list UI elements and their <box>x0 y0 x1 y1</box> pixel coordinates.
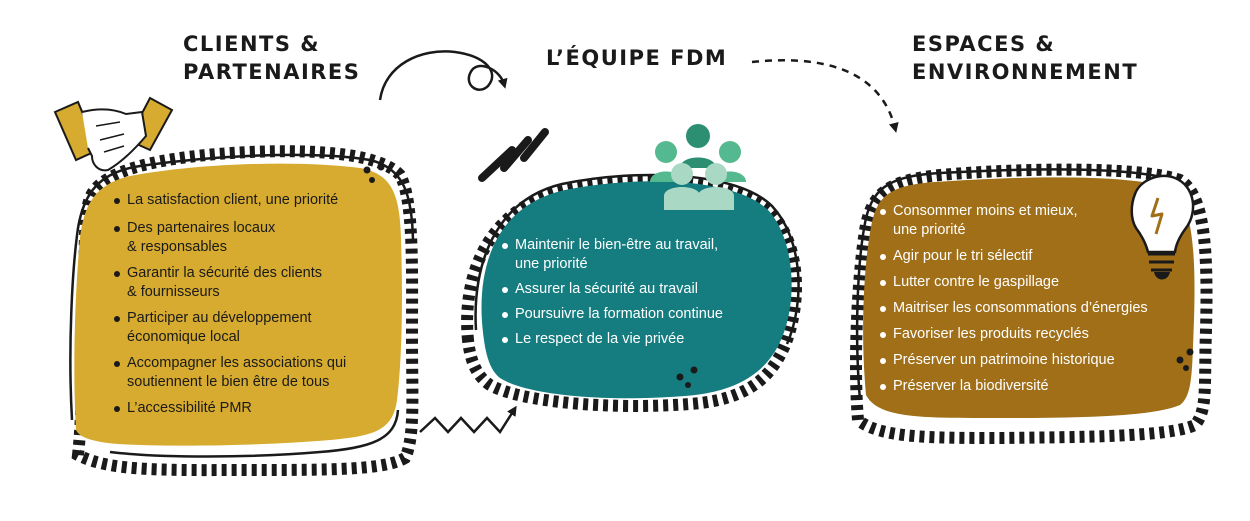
equipe-heading-text: L’ÉQUIPE FDM <box>546 46 728 70</box>
list-item: Favoriser les produits recyclés <box>880 325 1180 344</box>
list-item: Maitriser les consommations d’énergies <box>880 299 1180 318</box>
espaces-heading-line2: ENVIRONNEMENT <box>912 60 1139 84</box>
list-item: Préserver un patrimoine historique <box>880 351 1180 370</box>
equipe-heading: L’ÉQUIPE FDM <box>546 44 727 72</box>
team-people-icon <box>650 124 746 210</box>
loop-arrow <box>378 50 508 101</box>
list-item: Accompagner les associations qui soutien… <box>114 354 404 392</box>
list-item: La satisfaction client, une priorité <box>114 191 404 210</box>
clients-heading-line2: PARTENAIRES <box>183 60 361 84</box>
equipe-blob <box>461 128 802 412</box>
lightbulb-icon <box>1130 174 1195 280</box>
list-item: Lutter contre le gaspillage <box>880 273 1180 292</box>
list-item: Agir pour le tri sélectif <box>880 247 1180 266</box>
clients-list: La satisfaction client, une priorité Des… <box>114 191 404 418</box>
dashed-arrow <box>751 59 899 133</box>
list-item: Poursuivre la formation continue <box>502 305 782 324</box>
list-item: Le respect de la vie privée <box>502 330 782 349</box>
zigzag-arrow <box>419 405 517 435</box>
list-item: Consommer moins et mieux, une priorité <box>880 202 1180 240</box>
espaces-blob <box>850 163 1213 445</box>
list-item: Des partenaires locaux & responsables <box>114 219 404 257</box>
espaces-list: Consommer moins et mieux, une priorité A… <box>880 202 1180 396</box>
list-item: Maintenir le bien-être au travail, une p… <box>502 236 782 274</box>
espaces-heading-line1: ESPACES & <box>912 32 1056 56</box>
list-item: L’accessibilité PMR <box>114 399 404 418</box>
list-item: Assurer la sécurité au travail <box>502 280 782 299</box>
handshake-icon <box>53 96 174 172</box>
clients-heading: CLIENTS & PARTENAIRES <box>183 30 360 86</box>
clients-heading-line1: CLIENTS & <box>183 32 321 56</box>
list-item: Participer au développement économique l… <box>114 309 404 347</box>
list-item: Préserver la biodiversité <box>880 377 1180 396</box>
equipe-list: Maintenir le bien-être au travail, une p… <box>502 236 782 349</box>
list-item: Garantir la sécurité des clients & fourn… <box>114 264 404 302</box>
espaces-heading: ESPACES & ENVIRONNEMENT <box>912 30 1138 86</box>
clients-blob <box>69 145 419 477</box>
